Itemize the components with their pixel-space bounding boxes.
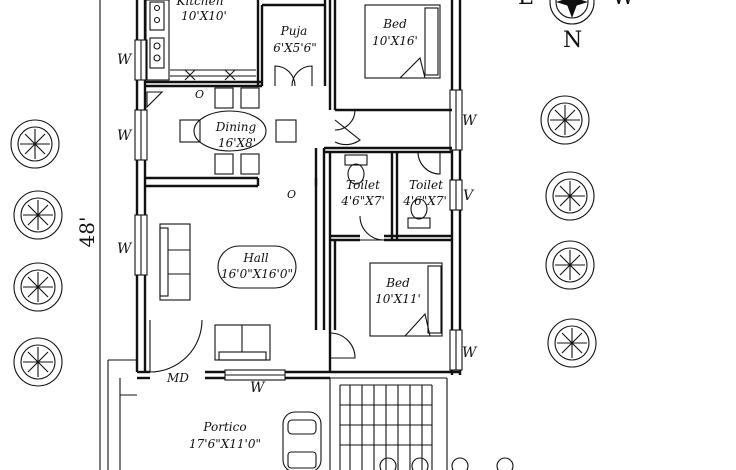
bed-bottom-fixtures <box>369 262 443 337</box>
puja-size: 6'X5'6" <box>273 41 317 55</box>
dining-size: 16'X8' <box>218 136 256 150</box>
toilet-2-label: Toilet <box>409 178 443 192</box>
door-swings <box>149 65 441 373</box>
kitchen-fixtures <box>145 0 256 81</box>
dining-label: Dining <box>215 120 257 134</box>
window-marker: W <box>117 52 133 68</box>
main-door-marker: MD <box>166 371 189 385</box>
dining-fixtures <box>146 87 297 175</box>
dimension-line-depth: 48' <box>75 0 101 470</box>
hall-label: Hall <box>242 251 268 265</box>
portico-area <box>107 359 448 470</box>
tree-icon <box>547 318 597 368</box>
hall-fixtures <box>159 223 297 361</box>
potted-plants <box>379 457 514 470</box>
tree-icon <box>540 95 590 145</box>
outer-window-frames <box>134 39 463 381</box>
toilet-2-size: 4'6"X7' <box>402 194 447 208</box>
bed-bottom-size: 10'X11' <box>375 292 421 306</box>
tree-icon <box>10 119 60 169</box>
tree-icon <box>13 190 63 240</box>
toilet-1-size: 4'6"X7' <box>340 194 385 208</box>
portico-size: 17'6"X11'0" <box>189 437 261 451</box>
ventilator-marker: V <box>463 188 475 204</box>
tree-icon <box>13 337 63 387</box>
bed-top-label: Bed <box>382 17 407 31</box>
window-marker: W <box>117 128 133 144</box>
tree-icon <box>545 171 595 221</box>
bed-top-size: 10'X16' <box>372 34 418 48</box>
window-marker: W <box>462 113 478 129</box>
tree-icons <box>10 95 597 387</box>
dimension-depth-label: 48' <box>75 217 99 248</box>
compass-icon: E W N <box>518 0 635 53</box>
opening-marker: O <box>195 88 204 101</box>
portico-label: Portico <box>202 420 246 434</box>
compass-west-label: W <box>612 0 635 10</box>
internal-walls <box>145 0 452 372</box>
kitchen-label: Kitchen <box>176 0 224 8</box>
window-marker: W <box>117 241 133 257</box>
opening-markers: W W W W V W W O O MD <box>117 52 478 396</box>
kitchen-size: 10'X10' <box>181 9 227 23</box>
compass-north-label: N <box>563 28 582 53</box>
bed-top-fixtures <box>364 4 441 79</box>
window-marker: W <box>250 380 266 396</box>
toilet-1-label: Toilet <box>346 178 380 192</box>
staircase <box>339 384 433 470</box>
opening-marker: O <box>287 188 296 201</box>
compass-east-label: E <box>518 0 534 10</box>
tree-icon <box>545 240 595 290</box>
window-marker: W <box>462 345 478 361</box>
toilet-fixtures <box>344 154 431 229</box>
tree-icon <box>13 262 63 312</box>
bed-bottom-label: Bed <box>385 276 410 290</box>
puja-label: Puja <box>280 24 308 38</box>
car-icon <box>282 411 322 470</box>
room-labels: Kitchen 10'X10' Puja 6'X5'6" Bed 10'X16'… <box>176 0 447 451</box>
hall-size: 16'0"X16'0" <box>221 267 293 281</box>
